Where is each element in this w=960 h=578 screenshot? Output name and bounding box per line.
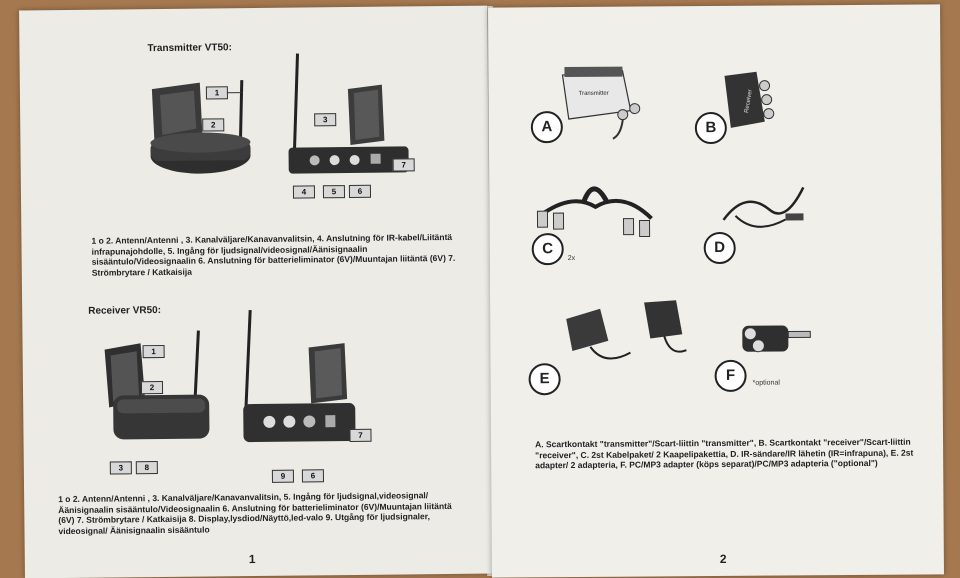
tx-callout-3: 3	[314, 113, 337, 127]
letter-f-badge: F	[714, 359, 747, 393]
letter-c-badge: C	[531, 233, 564, 266]
tx-callout-6: 6	[348, 184, 372, 199]
page-number-1: 1	[248, 552, 256, 567]
manual-page-1: Transmitter VT50: 1 2 3 4 5 6 7 1 o 2. A…	[19, 5, 493, 578]
rx-callout-9: 9	[271, 469, 294, 483]
letter-e-badge: E	[528, 363, 561, 396]
transmitter-front-illustration	[150, 80, 251, 174]
rx-callout-8: 8	[135, 461, 158, 475]
letter-d-badge: D	[703, 231, 736, 265]
page-number-2: 2	[719, 551, 727, 566]
rx-callout-3: 3	[109, 461, 132, 475]
optional-note: *optional	[752, 379, 780, 387]
transmitter-heading: Transmitter VT50:	[147, 42, 232, 55]
tx-callout-5: 5	[322, 185, 346, 199]
tx-callout-4: 4	[292, 185, 316, 199]
scart-b-label: Receiver	[744, 89, 754, 113]
receiver-caption: 1 o 2. Antenn/Antenni , 3. Kanalväljare/…	[58, 490, 452, 536]
quantity-note: 2x	[567, 254, 576, 263]
letter-b-badge: B	[694, 111, 727, 145]
receiver-front-illustration	[104, 330, 210, 440]
receiver-back-illustration	[243, 309, 356, 443]
tx-callout-2: 2	[202, 118, 225, 132]
tx-callout-1: 1	[205, 86, 228, 100]
scart-a-label: Transmitter	[579, 91, 609, 97]
scart-transmitter-illustration: Transmitter	[561, 66, 641, 140]
manual-page-2: Transmitter A Receiver B C 2x D E	[488, 4, 944, 578]
scart-receiver-illustration: Receiver	[724, 71, 775, 128]
accessories-caption: A. Scartkontakt "transmitter"/Scart-liit…	[535, 436, 914, 471]
transmitter-caption: 1 o 2. Antenn/Antenni , 3. Kanalväljare/…	[91, 231, 456, 278]
receiver-heading: Receiver VR50:	[88, 304, 162, 317]
rx-callout-1: 1	[142, 344, 165, 359]
tx-callout-line	[226, 92, 243, 94]
tx-callout-7: 7	[392, 158, 415, 172]
rx-callout-6: 6	[301, 469, 324, 483]
letter-a-badge: A	[530, 111, 563, 144]
transmitter-back-illustration	[288, 53, 409, 174]
power-adapters-illustration	[566, 300, 687, 360]
rx-callout-7: 7	[349, 428, 372, 443]
pc-mp3-adapter-illustration	[742, 325, 811, 353]
ir-sender-illustration	[722, 186, 805, 228]
rx-callout-2: 2	[140, 380, 164, 395]
cable-package-illustration	[536, 186, 653, 238]
